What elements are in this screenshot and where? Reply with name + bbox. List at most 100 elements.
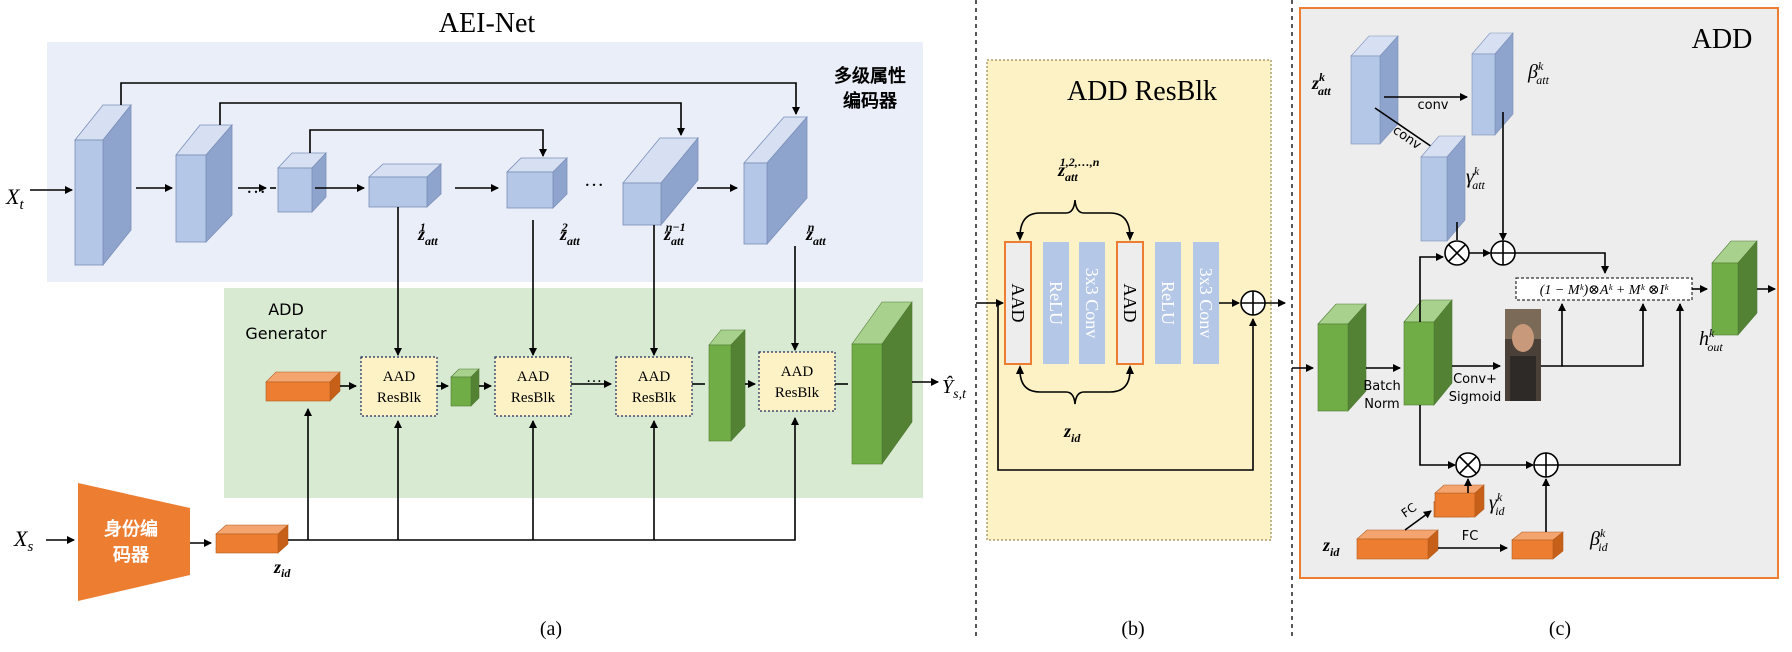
z-att-n: zattn bbox=[805, 220, 826, 248]
aad-resblk-2-line1: AAD bbox=[517, 369, 550, 385]
mask-to-formula-2 bbox=[1562, 303, 1647, 367]
brace-bottom bbox=[1019, 369, 1131, 405]
aad-resblk-1: AAD ResBlk bbox=[360, 356, 438, 417]
panel-b: ADD ResBlk zatt1,2,…,n AAD ReLU 3x3 Conv… bbox=[976, 59, 1286, 640]
aad-resblk-3-line1: AAD bbox=[638, 369, 671, 385]
encoder-block-1 bbox=[74, 103, 132, 267]
fc-label-beta: FC bbox=[1462, 529, 1479, 544]
z-id-block bbox=[215, 524, 289, 554]
caption-c: (c) bbox=[1549, 618, 1571, 640]
aad-resblk-2: AAD ResBlk bbox=[494, 356, 572, 417]
green-mid-block bbox=[708, 329, 746, 442]
encoder-block-5 bbox=[506, 157, 568, 209]
encoder-block-3 bbox=[277, 151, 327, 214]
skip-1-7 bbox=[120, 82, 800, 115]
z-att-n-1: zattn−1 bbox=[663, 220, 686, 248]
generator-label-line2: Generator bbox=[245, 324, 327, 343]
caption-a: (a) bbox=[540, 618, 562, 640]
aad-resblk-1-line2: ResBlk bbox=[377, 390, 422, 406]
panel-b-title: ADD ResBlk bbox=[1067, 76, 1217, 107]
caption-b: (b) bbox=[1121, 618, 1144, 640]
bn-block bbox=[1403, 299, 1453, 406]
top-multiply-icon bbox=[1444, 240, 1470, 266]
mask-image bbox=[1505, 309, 1541, 401]
gamma-id-block bbox=[1433, 484, 1485, 518]
ellipsis-3: … bbox=[586, 369, 602, 386]
resblk-aad-1-label: AAD bbox=[1008, 284, 1028, 323]
encoder-block-2 bbox=[175, 123, 233, 243]
z-id-c-block bbox=[1356, 529, 1439, 560]
resblk-aad-2: AAD bbox=[1116, 241, 1144, 365]
bottom-add-icon bbox=[1533, 452, 1559, 478]
identity-encoder-line1: 身份编 bbox=[104, 518, 158, 540]
aad-resblk-4: AAD ResBlk bbox=[758, 351, 836, 412]
resblk-conv-1-label: 3x3 Conv bbox=[1082, 268, 1102, 339]
aad-resblk-1-line1: AAD bbox=[383, 369, 416, 385]
panel-c-title: ADD bbox=[1692, 24, 1753, 55]
top-add-icon bbox=[1490, 240, 1516, 266]
conv-label-beta: conv bbox=[1417, 98, 1448, 113]
ellipsis-2: … bbox=[584, 169, 604, 191]
green-big-block bbox=[851, 301, 913, 465]
brace-bottom-arrow2 bbox=[1126, 365, 1134, 374]
resblk-residual bbox=[997, 303, 1257, 471]
bottom-multiply-icon bbox=[1455, 452, 1481, 478]
brace-top bbox=[1019, 199, 1131, 238]
skip-3-5 bbox=[309, 129, 547, 157]
identity-encoder bbox=[78, 483, 190, 601]
brace-top-arrow1 bbox=[1016, 232, 1024, 241]
generator-label-line1: ADD bbox=[268, 300, 304, 319]
panel-a: AEI-Net 多级属性 编码器 ADD Generator Xt … bbox=[5, 8, 967, 640]
zid-to-gamma-fc bbox=[1404, 510, 1432, 531]
brace-bottom-arrow1 bbox=[1016, 365, 1024, 374]
aad-resblk-4-line2: ResBlk bbox=[775, 385, 820, 401]
encoder-block-4 bbox=[367, 163, 443, 208]
formula-text: (1 − Mᵏ)⊗Aᵏ + Mᵏ ⊗Iᵏ bbox=[1540, 283, 1670, 298]
zid-main-line bbox=[288, 417, 799, 541]
add-to-formula bbox=[1515, 252, 1609, 274]
ellipsis-1: … bbox=[246, 176, 266, 198]
identity-encoder-line2: 码器 bbox=[113, 545, 150, 566]
bottom-add-to-formula bbox=[1558, 303, 1684, 466]
resblk-sum-icon bbox=[1240, 290, 1266, 316]
batch-norm-line2: Norm bbox=[1364, 397, 1399, 412]
beta-att-block bbox=[1471, 32, 1514, 136]
panel-a-title: AEI-Net bbox=[439, 8, 536, 39]
z-att-2: zatt2 bbox=[559, 220, 580, 248]
z-id-label: zid bbox=[273, 557, 291, 580]
gamma-att-block bbox=[1420, 135, 1466, 242]
output-label: Ŷs,t bbox=[942, 375, 967, 402]
z-att-1: zatt1 bbox=[417, 220, 438, 248]
h-in-block bbox=[1317, 303, 1367, 412]
arrow-conv-gamma bbox=[1374, 107, 1439, 152]
aad-resblk-3: AAD ResBlk bbox=[615, 356, 693, 417]
z-att-k-block bbox=[1350, 35, 1399, 145]
resblk-aad-1: AAD bbox=[1004, 241, 1032, 365]
input-xt-label: Xt bbox=[5, 184, 24, 213]
encoder-title-line2: 编码器 bbox=[843, 90, 898, 112]
z-id-c-label: zid bbox=[1322, 535, 1340, 559]
resblk-relu-1-label: ReLU bbox=[1046, 281, 1066, 325]
aad-resblk-3-line2: ResBlk bbox=[632, 390, 677, 406]
generator-input-block bbox=[265, 371, 341, 402]
resblk-relu-2: ReLU bbox=[1155, 242, 1181, 364]
batch-norm-line1: Batch bbox=[1363, 379, 1400, 394]
resblk-relu-2-label: ReLU bbox=[1158, 281, 1178, 325]
input-xs-label: Xs bbox=[13, 526, 33, 555]
encoder-title-line1: 多级属性 bbox=[834, 65, 906, 87]
conv-sigmoid-line2: Sigmoid bbox=[1449, 390, 1502, 405]
resblk-aad-2-label: AAD bbox=[1120, 284, 1140, 323]
bn-to-top-mult bbox=[1419, 253, 1444, 322]
resblk-conv-1: 3x3 Conv bbox=[1079, 242, 1105, 364]
green-small-block bbox=[450, 368, 480, 407]
encoder-block-7 bbox=[743, 115, 808, 246]
brace-top-arrow2 bbox=[1126, 232, 1134, 241]
skip-2-6 bbox=[219, 102, 685, 136]
